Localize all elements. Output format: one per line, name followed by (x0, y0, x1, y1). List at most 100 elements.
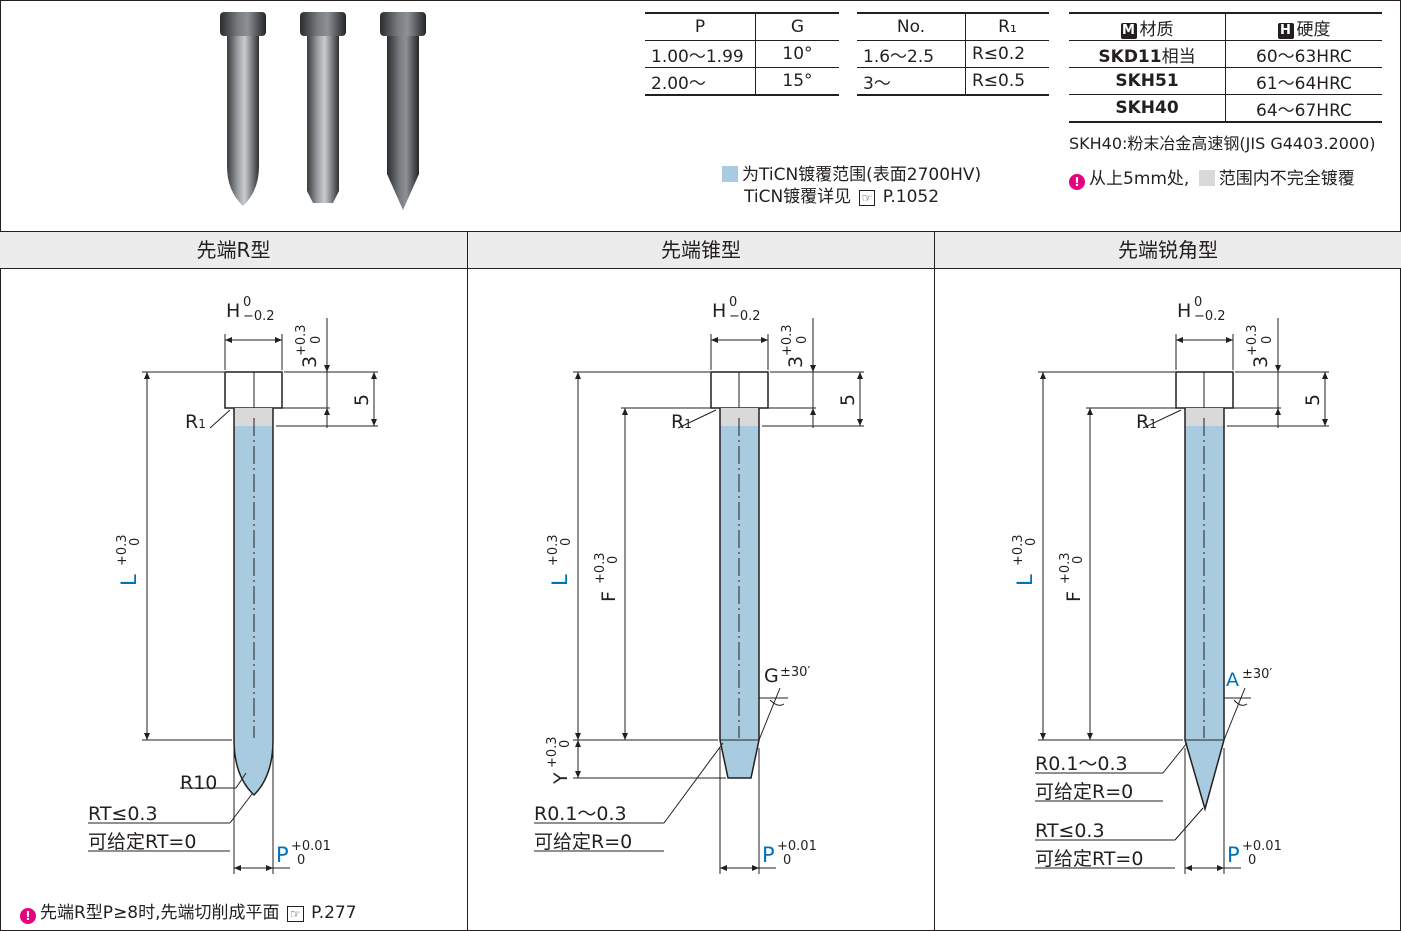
table-cell: SKD11相当 (1069, 40, 1226, 68)
bottom-note: !先端R型P≥8时,先端切削成平面 ☞ P.277 (20, 898, 357, 924)
svg-text:0: 0 (1071, 556, 1086, 564)
coating-detail-note: TiCN镀覆详见 ☞ P.1052 (744, 187, 940, 207)
svg-text:0: 0 (729, 295, 737, 310)
svg-text:R1: R1 (1136, 411, 1157, 433)
svg-text:+0.3: +0.3 (1011, 534, 1026, 566)
svg-text:H: H (712, 300, 726, 322)
svg-text:+0.3: +0.3 (545, 736, 560, 768)
svg-text:0: 0 (1024, 538, 1039, 546)
svg-text:±30′: ±30′ (1242, 667, 1272, 682)
pointing-hand-icon: ☞ (286, 906, 304, 922)
dim-f: F (598, 591, 620, 602)
r10-label: R10 (180, 772, 217, 794)
no-r1-table: No. R₁ 1.6～2.5 R≤0.2 3～ R≤0.5 (857, 12, 1049, 96)
table-header: G (755, 12, 839, 41)
svg-text:0: 0 (128, 538, 143, 546)
svg-text:+0.01: +0.01 (291, 839, 331, 854)
hardness-mark-icon: H (1277, 22, 1294, 39)
rt-label: RT≤0.3 (88, 803, 158, 825)
table-cell: 15° (755, 67, 839, 96)
dim-3: 3 (299, 356, 321, 368)
uncoated-swatch-icon (1198, 170, 1215, 186)
r0-label: 可给定R=0 (1035, 781, 1133, 803)
svg-text:+0.3: +0.3 (593, 552, 608, 584)
table-cell: 1.6～2.5 (857, 40, 966, 68)
svg-text:±30′: ±30′ (780, 665, 810, 680)
svg-text:+0.3: +0.3 (294, 324, 309, 356)
dim-5: 5 (351, 394, 373, 406)
svg-text:+0.01: +0.01 (1242, 839, 1282, 854)
table-cell: 2.00～ (645, 67, 756, 96)
p-g-table: P G 1.00～1.99 10° 2.00～ 15° (645, 12, 839, 96)
svg-text:0: 0 (309, 336, 324, 344)
svg-text:+0.3: +0.3 (1245, 324, 1260, 356)
table-cell: SKH40 (1069, 94, 1226, 123)
svg-text:5: 5 (1302, 394, 1324, 406)
svg-text:+0.3: +0.3 (546, 534, 561, 566)
warning-icon: ! (1069, 174, 1085, 190)
rt0-label: 可给定RT=0 (88, 831, 196, 853)
table-cell: 1.00～1.99 (645, 40, 756, 68)
rt-label: RT≤0.3 (1035, 820, 1105, 842)
pin-photo-cone-type (300, 12, 346, 203)
svg-text:+0.3: +0.3 (1058, 552, 1073, 584)
svg-text:3: 3 (1250, 356, 1272, 368)
svg-text:R1: R1 (671, 411, 692, 433)
svg-text:0: 0 (559, 538, 574, 546)
skh40-note: SKH40:粉末冶金高速钢(JIS G4403.2000) (1069, 134, 1376, 153)
section-title-sharp-type: 先端锐角型 (1118, 238, 1218, 262)
svg-text:0: 0 (297, 853, 305, 868)
dim-p: P (276, 843, 289, 867)
table-cell: R≤0.5 (965, 67, 1049, 96)
svg-text:−0.2: −0.2 (729, 309, 761, 324)
dim-l: L (117, 574, 141, 586)
table-cell: SKH51 (1069, 67, 1226, 95)
svg-text:+0.3: +0.3 (780, 324, 795, 356)
section-title-cone-type: 先端锥型 (661, 238, 741, 262)
svg-text:0: 0 (558, 740, 573, 748)
top-section: P G 1.00～1.99 10° 2.00～ 15° No. R₁ 1.6～2… (0, 0, 1401, 231)
table-header: No. (857, 12, 966, 41)
table-header: R₁ (965, 12, 1049, 41)
table-header: P (645, 12, 756, 41)
section-header-row: 先端R型 先端锥型 先端锐角型 (0, 231, 1401, 269)
section-title-r-type: 先端R型 (196, 238, 271, 262)
dim-h: H (226, 300, 240, 322)
svg-text:+0.01: +0.01 (777, 839, 817, 854)
pointing-hand-icon: ☞ (858, 190, 876, 206)
r1-label: R1 (185, 411, 206, 433)
svg-text:H: H (1177, 300, 1191, 322)
pin-photo-r-type (220, 12, 266, 206)
svg-text:0: 0 (606, 556, 621, 564)
svg-text:3: 3 (785, 356, 807, 368)
dim-l: L (548, 574, 572, 586)
product-photos (220, 12, 426, 210)
section-divider (934, 231, 935, 930)
dim-y: Y (550, 772, 572, 785)
rt0-label: 可给定RT=0 (1035, 848, 1143, 870)
svg-text:−0.2: −0.2 (1194, 309, 1226, 324)
warning-icon: ! (20, 908, 36, 924)
pin-photo-sharp-type (380, 12, 426, 210)
table-cell: 60～63HRC (1225, 40, 1382, 68)
r01-label: R0.1～0.3 (1035, 753, 1128, 775)
r0-label: 可给定R=0 (534, 831, 632, 853)
partial-coating-note: !从上5mm处, 范围内不完全镀覆 (1069, 164, 1355, 190)
dim-g: G (764, 665, 779, 687)
table-cell: 3～ (857, 67, 966, 96)
dim-f: F (1063, 591, 1085, 602)
drawing-cone-type: H 0 −0.2 3 +0.3 0 5 R1 L +0.3 0 F +0.3 0… (534, 295, 864, 874)
drawing-r-type: H 0 −0.2 3 +0.3 0 5 R1 L +0.3 0 R10 RT≤0… (88, 295, 378, 874)
coating-swatch-icon (722, 166, 738, 182)
svg-text:+0.3: +0.3 (115, 534, 130, 566)
material-mark-icon: M (1120, 22, 1137, 39)
coating-range-note: 为TiCN镀覆范围(表面2700HV) (722, 160, 981, 185)
svg-text:0: 0 (783, 853, 791, 868)
dim-p: P (1227, 843, 1240, 867)
table-cell: 10° (755, 40, 839, 68)
svg-text:5: 5 (837, 394, 859, 406)
svg-text:0: 0 (1194, 295, 1202, 310)
svg-text:0: 0 (1248, 853, 1256, 868)
